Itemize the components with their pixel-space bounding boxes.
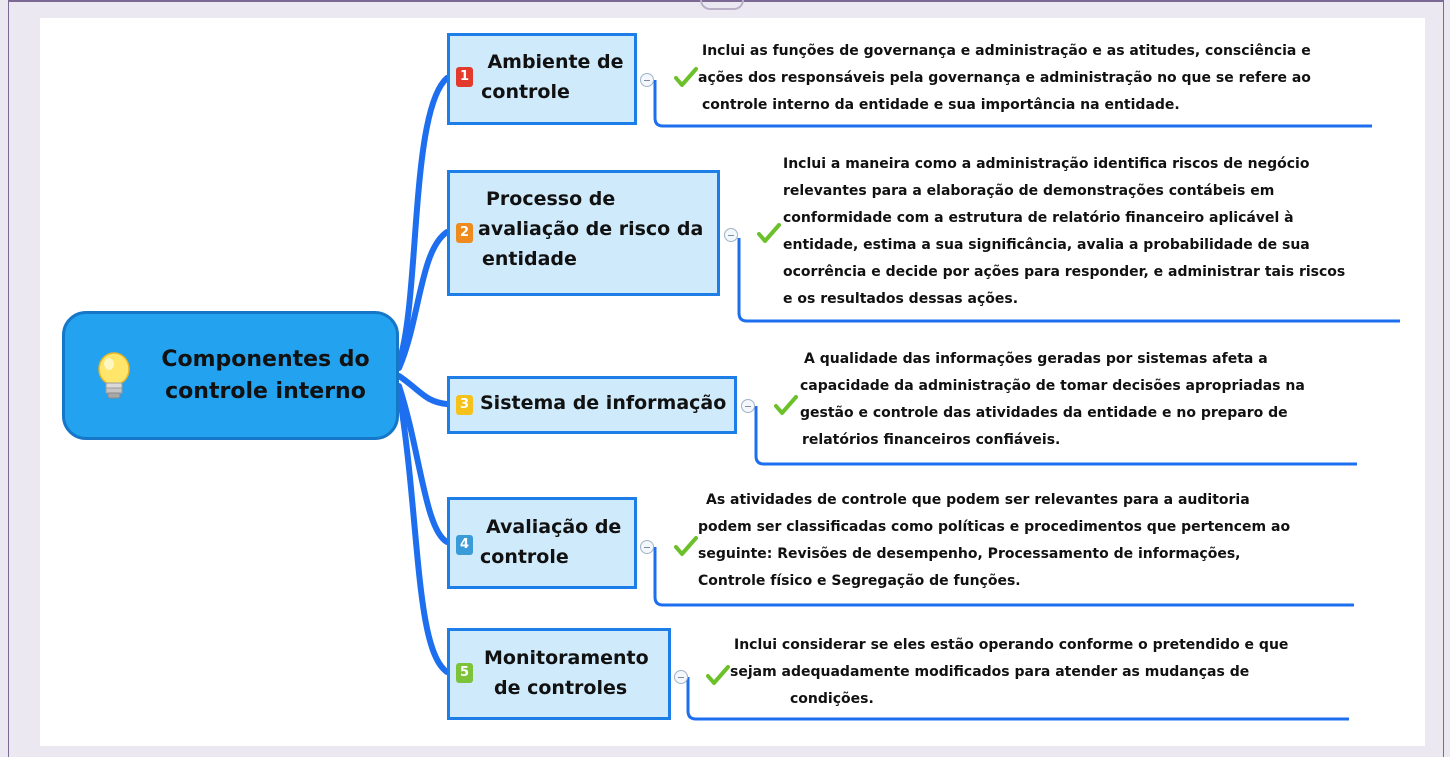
topic-2-line-2: avaliação de risco da — [478, 218, 704, 240]
description-5: Inclui considerar se eles estão operando… — [730, 632, 1288, 713]
checkmark-icon-5 — [706, 665, 730, 685]
checkmark-icon-2 — [757, 223, 781, 243]
central-topic-label: Componentes do controle interno — [153, 314, 378, 437]
topic-avaliacao-de-controle[interactable] — [447, 497, 637, 589]
number-badge-5: 5 — [456, 663, 473, 683]
central-line-2: controle interno — [165, 378, 366, 404]
collapse-toggle-4[interactable] — [640, 540, 654, 554]
topic-1-line-2: controle — [481, 81, 570, 103]
topic-3-line-1: Sistema de informação — [480, 392, 727, 414]
collapse-toggle-2[interactable] — [724, 228, 738, 242]
description-3-line-3: gestão e controle das atividades da enti… — [800, 405, 1288, 421]
number-badge-3: 3 — [456, 395, 473, 415]
window-frame — [8, 0, 1444, 757]
description-1-line-2: ações dos responsáveis pela governança e… — [698, 70, 1311, 86]
central-line-1: Componentes do — [161, 346, 370, 372]
top-tab — [700, 0, 744, 10]
number-badge-4: 4 — [456, 535, 473, 555]
description-2-line-1: Inclui a maneira como a administração id… — [783, 156, 1310, 172]
description-4-line-1: As atividades de controle que podem ser … — [706, 492, 1250, 508]
description-2-line-6: e os resultados dessas ações. — [783, 291, 1019, 307]
number-badge-2: 2 — [456, 223, 473, 243]
description-2-line-4: entidade, estima a sua significância, av… — [783, 237, 1310, 253]
description-4-line-3: seguinte: Revisões de desempenho, Proces… — [698, 546, 1241, 562]
description-2-line-3: conformidade com a estrutura de relatóri… — [783, 210, 1294, 226]
topic-2-line-1: Processo de — [486, 188, 616, 210]
description-5-line-2: sejam adequadamente modificados para ate… — [730, 664, 1250, 680]
description-3: A qualidade das informações geradas por … — [800, 346, 1305, 454]
description-3-line-1: A qualidade das informações geradas por … — [804, 351, 1268, 367]
topic-label-3: Sistema de informação — [480, 388, 734, 418]
description-4-line-2: podem ser classificadas como políticas e… — [698, 519, 1291, 535]
description-2-line-2: relevantes para a elaboração de demonstr… — [783, 183, 1275, 199]
topic-label-1: Ambiente de controle — [478, 47, 633, 107]
topic-sistema-de-informacao[interactable] — [447, 376, 737, 434]
description-2-line-5: ocorrência e decide por ações para respo… — [783, 264, 1346, 280]
checkmark-icon-3 — [774, 395, 798, 415]
topic-4-line-2: controle — [480, 546, 569, 568]
checkmark-icon-4 — [674, 536, 698, 556]
description-3-line-2: capacidade da administração de tomar dec… — [800, 378, 1305, 394]
checkmark-icon-1 — [674, 67, 698, 87]
topic-processo-avaliacao-risco[interactable] — [447, 170, 720, 296]
collapse-toggle-5[interactable] — [674, 670, 688, 684]
topic-5-line-2: de controles — [494, 677, 628, 699]
topic-2-line-3: entidade — [482, 248, 577, 270]
topic-4-line-1: Avaliação de — [486, 516, 622, 538]
topic-ambiente-de-controle[interactable] — [447, 33, 637, 125]
lightbulb-icon — [98, 352, 130, 399]
topic-label-5: Monitoramento de controles — [480, 643, 670, 703]
collapse-toggle-1[interactable] — [640, 73, 654, 87]
description-5-line-3: condições. — [790, 691, 874, 707]
description-1-line-1: Inclui as funções de governança e admini… — [702, 43, 1311, 59]
description-2: Inclui a maneira como a administração id… — [783, 151, 1345, 313]
topic-label-4: Avaliação de controle — [478, 512, 633, 572]
topic-5-line-1: Monitoramento — [484, 647, 649, 669]
description-1: Inclui as funções de governança e admini… — [698, 38, 1311, 119]
central-topic[interactable]: Componentes do controle interno — [62, 311, 399, 440]
description-3-line-4: relatórios financeiros confiáveis. — [802, 432, 1061, 448]
topic-1-line-1: Ambiente de — [487, 51, 624, 73]
collapse-toggle-3[interactable] — [741, 399, 755, 413]
description-4: As atividades de controle que podem ser … — [698, 487, 1290, 595]
topic-label-2: Processo de avaliação de risco da entida… — [478, 184, 718, 274]
description-1-line-3: controle interno da entidade e sua impor… — [702, 97, 1180, 113]
description-5-line-1: Inclui considerar se eles estão operando… — [734, 637, 1289, 653]
number-badge-1: 1 — [456, 67, 473, 87]
description-4-line-4: Controle físico e Segregação de funções. — [698, 573, 1021, 589]
topic-monitoramento-de-controles[interactable] — [447, 628, 671, 720]
